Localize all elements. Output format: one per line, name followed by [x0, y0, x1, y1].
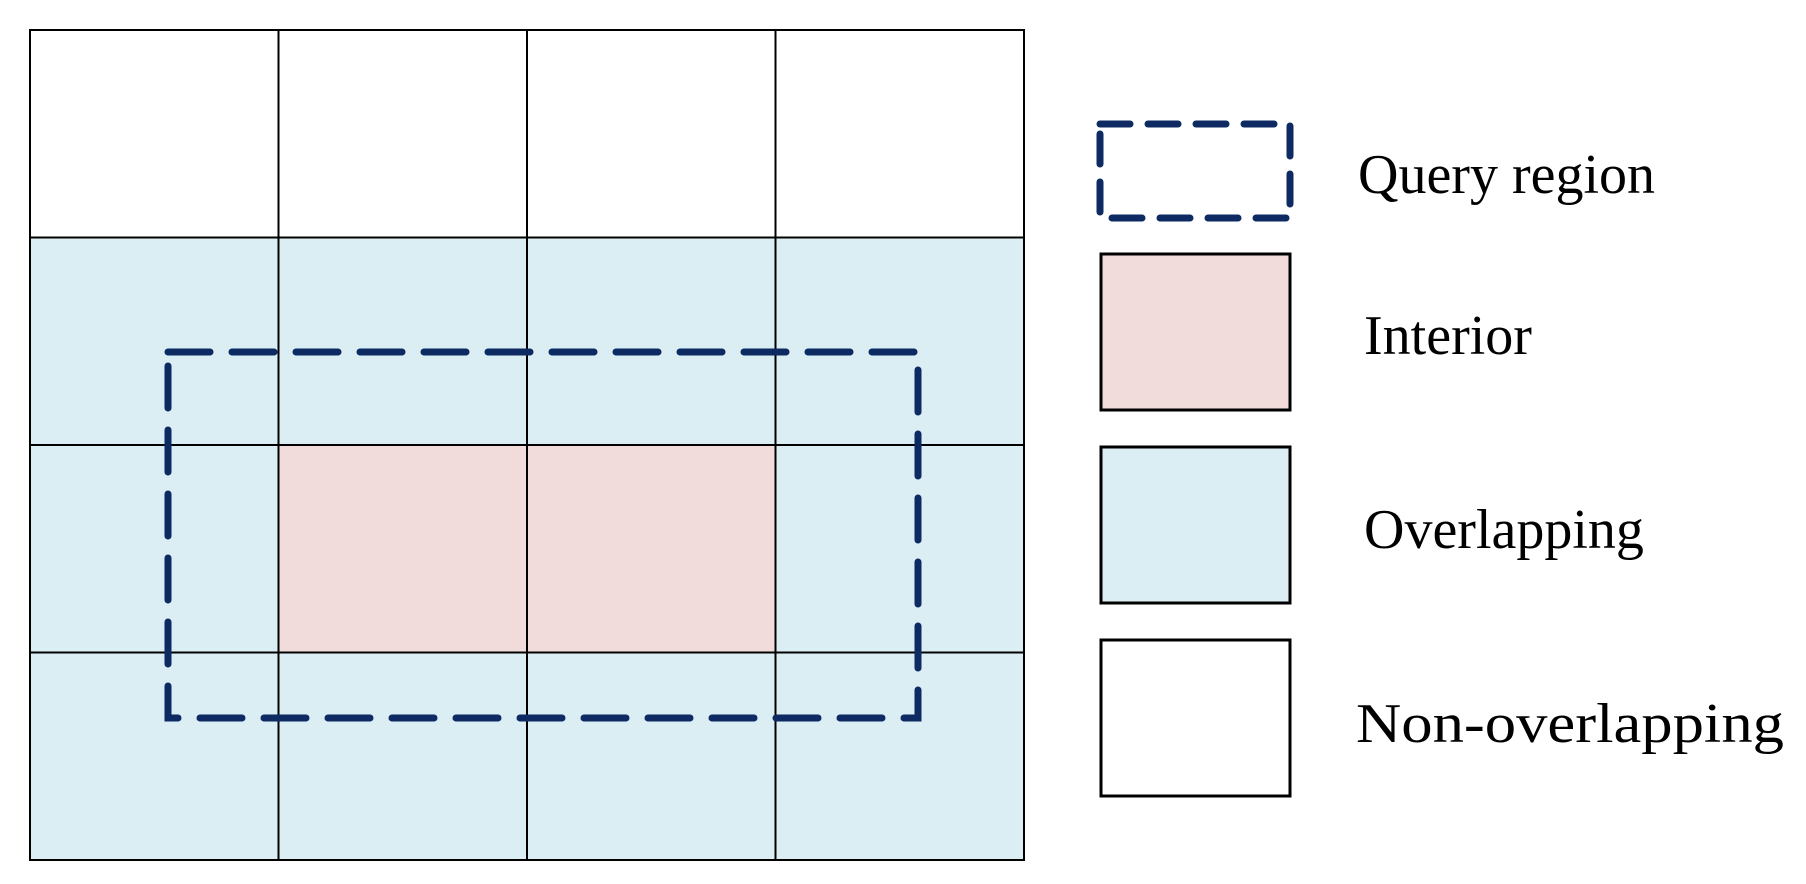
legend-swatch-query-region — [1096, 120, 1294, 222]
legend-swatch-interior — [1099, 252, 1292, 412]
grid-cell-overlapping — [277, 236, 528, 446]
grid-cell-interior — [526, 444, 777, 654]
grid-cell-overlapping — [277, 651, 528, 861]
legend: Query region Interior Overlapping Non-ov… — [1096, 120, 1784, 798]
grid-cell-non-overlapping — [774, 29, 1025, 239]
legend-swatch-overlapping — [1099, 445, 1292, 605]
grid-cell-overlapping — [774, 651, 1025, 861]
query-region-outline — [164, 348, 922, 722]
cell-grid — [29, 29, 1025, 861]
grid-cell-overlapping — [774, 444, 1025, 654]
grid-cell-overlapping — [29, 444, 280, 654]
grid-cell-overlapping — [526, 236, 777, 446]
grid-cell-overlapping — [774, 236, 1025, 446]
legend-label-non-overlapping: Non-overlapping — [1356, 693, 1784, 755]
legend-label-query-region: Query region — [1358, 144, 1655, 206]
legend-label-overlapping: Overlapping — [1364, 499, 1644, 561]
grid-cell-overlapping — [526, 651, 777, 861]
grid-cell-overlapping — [29, 651, 280, 861]
grid-cell-non-overlapping — [29, 29, 280, 239]
legend-swatch-non-overlapping — [1099, 638, 1292, 798]
grid-cell-interior — [277, 444, 528, 654]
legend-label-interior: Interior — [1364, 305, 1532, 367]
grid-cell-non-overlapping — [526, 29, 777, 239]
grid-cell-overlapping — [29, 236, 280, 446]
grid-cell-non-overlapping — [277, 29, 528, 239]
